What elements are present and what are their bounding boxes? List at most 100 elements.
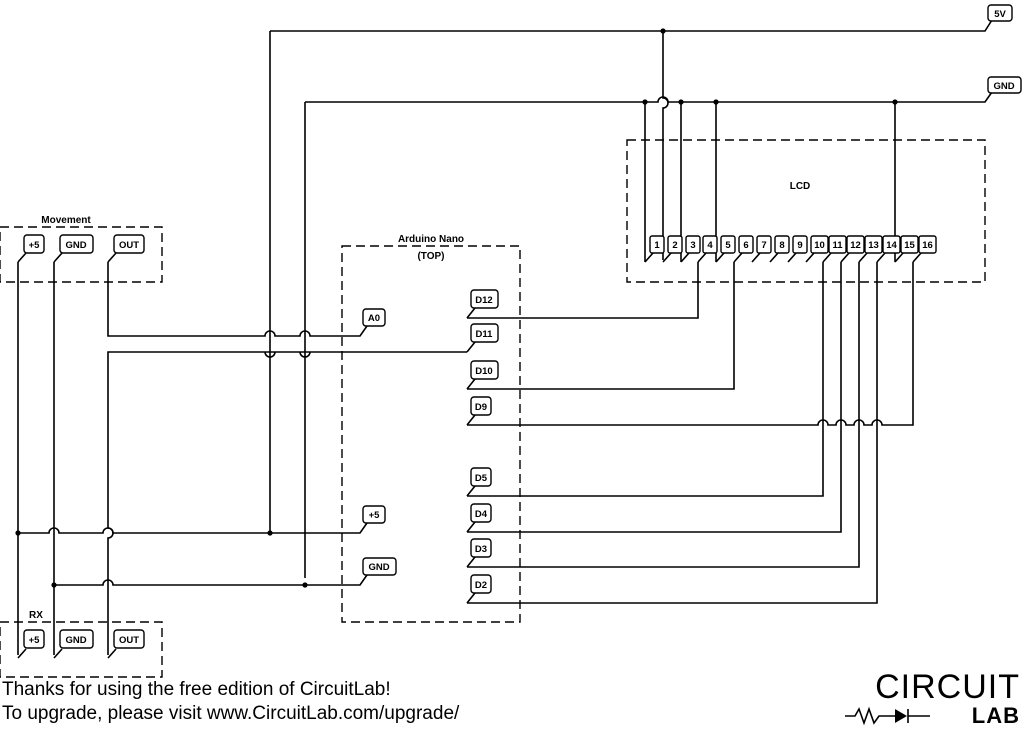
svg-text:GND: GND [65,240,86,251]
svg-text:GND: GND [65,635,86,646]
circuitlab-logo-symbol [845,706,930,726]
svg-text:9: 9 [797,240,802,251]
lcd-pin-6: 6 [733,235,754,263]
svg-text:15: 15 [904,240,915,251]
svg-text:5V: 5V [994,9,1006,20]
svg-text:D2: D2 [475,580,487,591]
rail-label-gnd: GND [987,76,1022,94]
junction-dots [15,28,898,588]
footer-line-2: To upgrade, please visit www.CircuitLab.… [2,703,460,724]
svg-text:D3: D3 [475,544,487,555]
lcd-pin-11: 11 [822,235,847,263]
lcd-pins: 1 2 3 4 5 6 7 8 9 10 11 12 13 14 15 16 [644,235,937,263]
d9-wire [467,262,914,426]
svg-text:2: 2 [672,240,677,251]
lcd-pin-7: 7 [751,235,772,263]
svg-text:A0: A0 [368,313,380,324]
lcd-pin-9: 9 [787,235,808,263]
lcd-pin-15: 15 [894,235,919,263]
arduino-pin-gnd: GND [362,557,397,576]
arduino-pin-d12: D12 [466,289,499,319]
svg-text:D9: D9 [475,402,487,413]
rx-pin-gnd: GND [53,629,94,659]
rx-pin-out: OUT [107,629,145,659]
lcd-pin-14: 14 [876,235,901,263]
svg-text:4: 4 [707,240,713,251]
lcd-pin-8: 8 [769,235,790,263]
lcd-title: LCD [790,181,811,192]
svg-text:GND: GND [368,562,389,573]
svg-text:5: 5 [725,240,731,251]
svg-text:+5: +5 [369,510,381,521]
svg-text:10: 10 [814,240,825,251]
svg-text:7: 7 [761,240,766,251]
svg-text:OUT: OUT [119,240,139,251]
lcd-pin-16: 16 [912,235,937,263]
arduino-pin-plus5: +5 [362,505,386,524]
gnd-wire [53,262,368,655]
lcd-pin-3: 3 [680,235,701,263]
rx-title: RX [29,610,43,621]
lcd-pin-5: 5 [715,235,736,263]
d4-wire [467,262,842,533]
rx-outline [0,621,163,678]
lcd-pin-1: 1 [644,235,665,263]
d12-wire [467,262,699,319]
svg-text:+5: +5 [29,635,41,646]
svg-text:D11: D11 [476,329,494,340]
logo-lab-text: LAB [971,703,1020,728]
rail-5v-wire [269,19,993,533]
movement-outline [0,226,163,283]
arduino-pin-d5: D5 [466,467,492,497]
svg-text:D12: D12 [475,295,492,306]
svg-text:D5: D5 [475,473,488,484]
a0-wire [107,262,368,337]
movement-pin-out: OUT [107,234,145,263]
lcd-pin-10: 10 [805,235,829,263]
lcd-pin-13: 13 [858,235,883,263]
svg-text:11: 11 [832,240,843,251]
arduino-pin-a0: A0 [362,308,386,327]
svg-text:6: 6 [743,240,748,251]
svg-text:GND: GND [993,81,1014,92]
movement-pin-plus5: +5 [17,234,45,263]
arduino-subtitle: (TOP) [417,251,444,262]
arduino-pin-d2: D2 [466,574,492,604]
rail-label-5v: 5V [987,4,1013,22]
d5-wire [467,262,824,497]
d2-wire [467,262,878,604]
d11-wire [107,351,467,655]
arduino-pin-d11: D11 [466,323,499,353]
lcd-pin-2: 2 [662,235,683,263]
arduino-pin-d9: D9 [466,396,492,426]
rx-pin-plus5: +5 [17,629,45,659]
arduino-pin-d4: D4 [466,503,492,533]
svg-text:12: 12 [850,240,861,251]
svg-text:D10: D10 [475,366,492,377]
rail-gnd-wire [304,91,993,578]
footer-line-1: Thanks for using the free edition of Cir… [2,679,391,700]
lcd-pin-4: 4 [697,235,718,263]
lcd-outline [626,139,986,283]
svg-text:8: 8 [779,240,784,251]
svg-text:16: 16 [922,240,933,251]
d10-wire [467,262,735,390]
arduino-pin-d3: D3 [466,538,492,568]
movement-pin-gnd: GND [53,234,94,263]
svg-text:1: 1 [654,240,660,251]
svg-text:14: 14 [886,240,897,251]
svg-text:+5: +5 [29,240,41,251]
logo-circuit-text: CIRCUIT [875,668,1020,706]
lcd-pin-12: 12 [840,235,865,263]
plus5-wire [17,262,368,655]
arduino-title: Arduino Nano [398,234,464,245]
movement-title: Movement [41,215,91,226]
arduino-pin-d10: D10 [466,360,499,390]
svg-text:OUT: OUT [119,635,139,646]
svg-text:13: 13 [868,240,879,251]
d3-wire [467,262,860,568]
arduino-outline [341,245,521,623]
svg-text:D4: D4 [475,509,488,520]
svg-text:3: 3 [690,240,695,251]
